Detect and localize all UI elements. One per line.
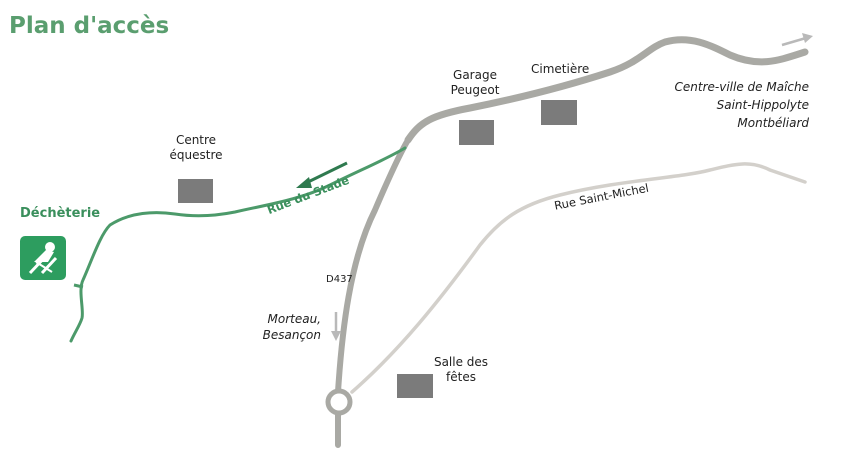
d437-road <box>335 137 411 448</box>
label-morteau: Morteau, <box>267 312 322 326</box>
main-road-ne <box>404 36 809 144</box>
label-montbeliard: Montbéliard <box>737 116 809 130</box>
label-cimetiere: Cimetière <box>531 62 590 76</box>
label-garage-line1: Garage <box>453 68 497 82</box>
label-salle-line2: fêtes <box>446 370 476 384</box>
label-centre-line1: Centre <box>175 133 217 147</box>
label-d437: D437 <box>326 274 353 285</box>
direction-arrow-south <box>331 312 341 341</box>
direction-arrow-green <box>296 161 348 188</box>
label-salle-line1: Salle des <box>433 355 489 369</box>
rue-du-stade-spur <box>73 283 84 289</box>
label-maiche: Centre-ville de Maîche <box>674 80 809 94</box>
label-garage-line2: Peugeot <box>450 83 500 97</box>
roundabout <box>325 388 353 416</box>
label-saint-hippolyte: Saint-Hippolyte <box>716 98 809 112</box>
label-destinations-s: Morteau, Besançon <box>250 311 321 343</box>
label-besancon: Besançon <box>262 328 321 342</box>
building-garage-peugeot <box>459 120 494 145</box>
label-salle-des-fetes: Salle des fêtes <box>425 355 497 385</box>
label-centre-equestre: Centre équestre <box>165 133 227 163</box>
building-cimetiere <box>541 100 577 125</box>
map-title: Plan d'accès <box>9 13 170 39</box>
building-centre-equestre <box>178 179 213 203</box>
label-dechetterie: Déchèterie <box>20 206 101 221</box>
rue-du-stade-route <box>69 146 407 343</box>
building-salle-des-fetes <box>397 374 433 398</box>
rue-saint-michel-road <box>350 162 807 394</box>
label-destinations-ne: Centre-ville de Maîche Saint-Hippolyte M… <box>660 78 809 132</box>
label-garage-peugeot: Garage Peugeot <box>445 68 505 98</box>
waste-disposal-icon <box>20 236 66 280</box>
direction-arrow-ne <box>781 33 813 47</box>
label-centre-line2: équestre <box>169 148 223 162</box>
